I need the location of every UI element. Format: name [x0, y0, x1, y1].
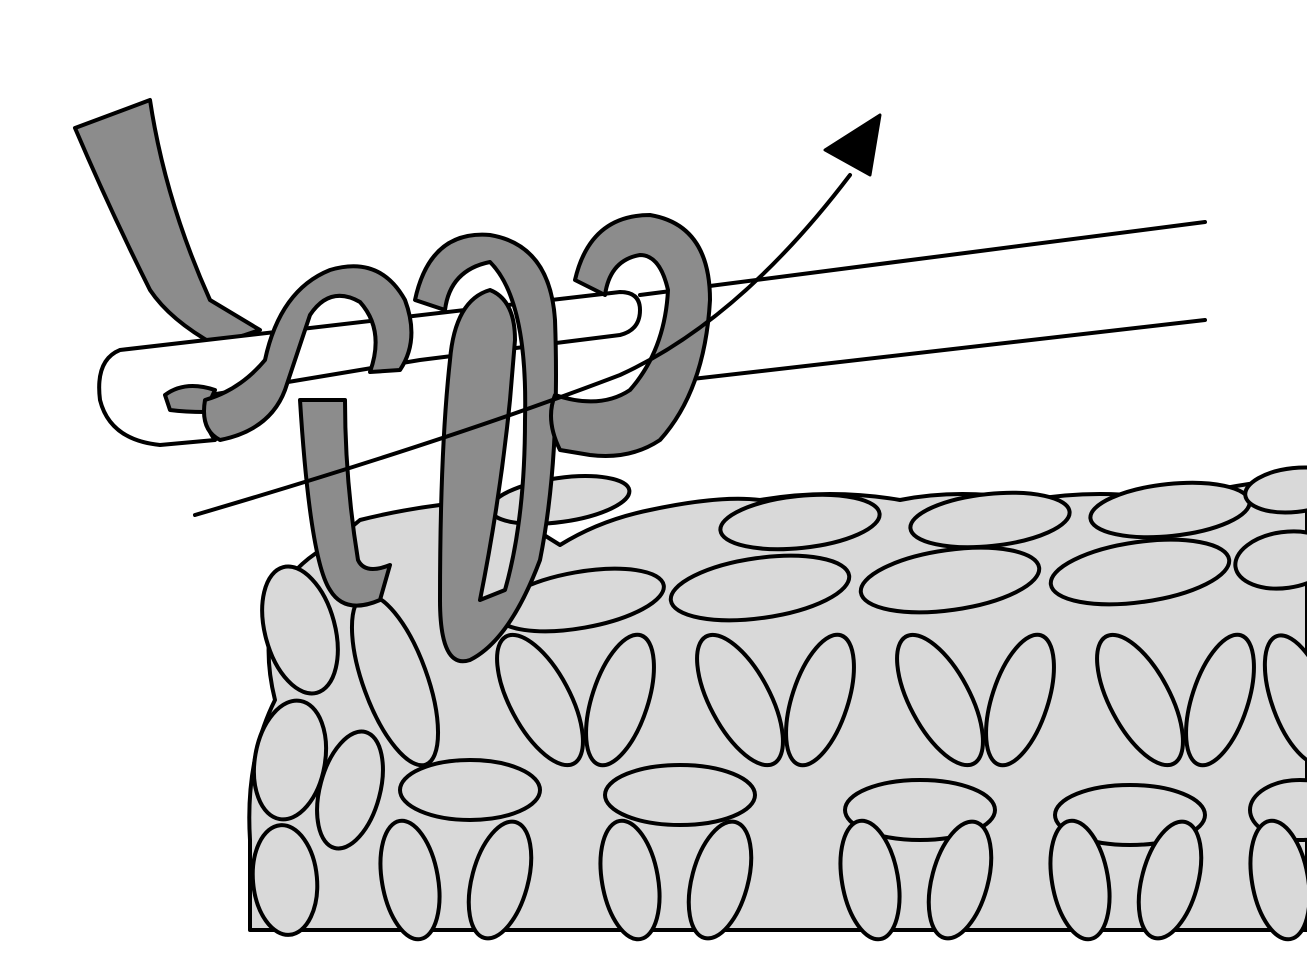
crocheted-fabric	[245, 463, 1307, 945]
working-yarn	[640, 222, 1205, 385]
hook-handle	[75, 100, 260, 345]
arrow-head	[825, 115, 880, 175]
